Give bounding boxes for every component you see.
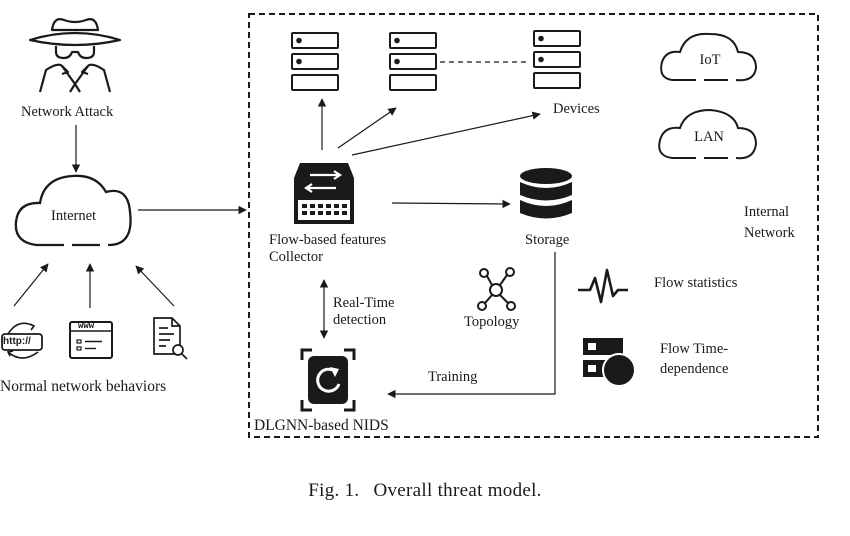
internal-network-boundary [248, 13, 819, 438]
figure-caption: Fig. 1. Overall threat model. [0, 480, 850, 502]
lan-label: LAN [694, 129, 724, 145]
www-icon [69, 321, 113, 359]
refresh-icon [300, 348, 356, 412]
internal-network-line2: Network [744, 225, 795, 241]
training-label: Training [428, 369, 478, 385]
realtime-label-line2: detection [333, 312, 387, 328]
switch-icon [294, 163, 354, 224]
internet-cloud-icon [14, 174, 132, 247]
lan-cloud-icon [658, 108, 758, 160]
flow-time-label-line2: dependence [660, 361, 729, 377]
topology-icon [477, 267, 516, 311]
server-icon [291, 32, 339, 91]
arrow-collector-to-devices [351, 111, 541, 156]
arrow-collector-to-server-2 [337, 107, 397, 149]
internal-network-line1: Internal [744, 204, 790, 220]
flow-statistics-label: Flow statistics [654, 275, 738, 291]
arrow-collector-to-storage [391, 199, 511, 209]
normal-behaviors-label: Normal network behaviors [0, 378, 167, 395]
collector-label-line2: Collector [269, 249, 323, 265]
http-badge-label: http:// [3, 336, 31, 347]
flow-time-label-line1: Flow Time- [660, 341, 729, 357]
network-attack-label: Network Attack [21, 104, 114, 120]
http-icon [1, 322, 43, 359]
collector-label-line1: Flow-based features [269, 232, 387, 248]
document-search-icon [153, 317, 188, 360]
internet-label: Internet [51, 208, 97, 224]
arrow-http-to-internet [13, 263, 49, 307]
figure-caption-text: Overall threat model. [373, 480, 542, 501]
www-badge-label: www [78, 321, 95, 331]
server-icon [389, 32, 437, 91]
iot-cloud-icon [660, 32, 758, 82]
figure-number: Fig. 1. [308, 480, 360, 501]
server-icon [533, 30, 581, 89]
hacker-icon [28, 18, 122, 93]
realtime-label-line1: Real-Time [333, 295, 395, 311]
arrow-training [387, 252, 556, 399]
arrow-doc-to-internet [135, 265, 175, 307]
devices-label: Devices [553, 101, 600, 117]
server-clock-icon [583, 338, 636, 387]
nids-label: DLGNN-based NIDS [254, 417, 389, 434]
topology-label: Topology [464, 314, 520, 330]
storage-label: Storage [525, 232, 570, 248]
iot-label: IoT [699, 52, 721, 68]
database-icon [520, 168, 572, 219]
pulse-icon [578, 268, 628, 304]
